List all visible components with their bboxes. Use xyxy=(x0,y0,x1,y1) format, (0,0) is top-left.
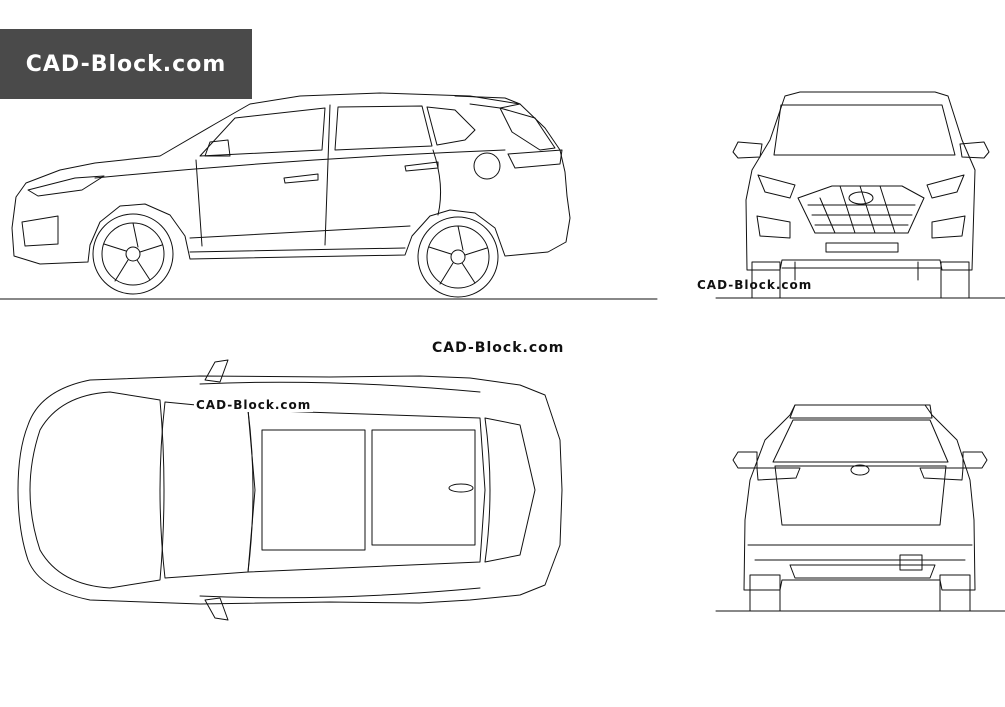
rear-tire-left xyxy=(749,574,781,612)
side-window-rear xyxy=(426,106,476,146)
front-view xyxy=(715,91,1005,299)
side-pillar-b xyxy=(324,104,331,246)
side-beltline xyxy=(94,149,506,179)
rear-taillight-right xyxy=(919,467,964,481)
front-mirror-left xyxy=(732,141,763,159)
side-mirror xyxy=(204,139,231,157)
hyundai-logo-front xyxy=(848,191,874,205)
side-rear-glass xyxy=(499,107,556,151)
top-windshield xyxy=(159,401,256,579)
front-grille-pattern xyxy=(807,185,916,234)
side-sill xyxy=(189,247,406,253)
side-body-outline xyxy=(11,92,571,265)
side-crease-lower xyxy=(189,225,411,239)
front-body-outline xyxy=(745,91,976,271)
front-fog-right xyxy=(931,215,966,239)
top-roof-rail-left xyxy=(199,381,481,393)
hyundai-logo-rear xyxy=(850,464,870,476)
side-wheel-rear xyxy=(417,216,499,298)
top-roof xyxy=(247,409,486,573)
rear-body-outline xyxy=(743,404,976,591)
front-tire-left xyxy=(751,261,781,299)
rear-tailgate xyxy=(774,465,947,526)
top-body-outline xyxy=(17,375,563,605)
rear-mirror-left xyxy=(732,451,758,469)
front-headlight-right xyxy=(926,174,965,199)
rear-taillight-left xyxy=(756,467,801,481)
watermark-front-view: CAD-Block.com xyxy=(697,278,813,292)
rear-tire-right xyxy=(939,574,971,612)
side-taillight xyxy=(507,149,563,169)
top-mirror-right xyxy=(204,597,229,621)
front-windshield xyxy=(773,104,956,156)
rear-exhaust xyxy=(899,554,923,571)
front-grille xyxy=(797,185,925,234)
rear-diffuser xyxy=(789,564,936,579)
top-roof-rail-right xyxy=(199,587,481,599)
side-door-handle-rear xyxy=(404,161,439,172)
side-view xyxy=(0,92,658,300)
front-lower-intake xyxy=(825,242,899,253)
side-fuel-cap xyxy=(473,152,501,180)
top-sunroof-front xyxy=(261,429,366,551)
side-window-middle xyxy=(334,105,433,151)
front-headlight-left xyxy=(757,174,796,199)
front-tire-right xyxy=(940,261,970,299)
watermark-top-right: CAD-Block.com xyxy=(432,340,565,356)
front-fog-left xyxy=(756,215,791,239)
rear-bumper xyxy=(747,544,973,561)
side-door-handle-front xyxy=(283,173,319,184)
top-sunroof-rear xyxy=(371,429,476,546)
rear-view xyxy=(715,404,1005,612)
side-wheel-front xyxy=(92,213,174,295)
side-fog-lamp xyxy=(21,215,59,247)
top-mirror-left xyxy=(204,359,229,383)
side-window-front xyxy=(199,107,326,157)
site-logo[interactable]: CAD-Block.com xyxy=(0,29,252,99)
rear-window xyxy=(772,419,949,463)
side-door-split xyxy=(195,159,203,247)
side-door-rear-edge xyxy=(432,149,442,216)
front-axle xyxy=(781,261,941,281)
rear-mirror-right xyxy=(962,451,988,469)
watermark-top-view: CAD-Block.com xyxy=(194,398,314,412)
top-hood xyxy=(29,391,165,589)
top-rear-window xyxy=(484,417,536,563)
top-view xyxy=(17,359,563,621)
side-headlight xyxy=(27,175,105,197)
top-shark-fin xyxy=(448,483,474,493)
front-mirror-right xyxy=(959,141,990,159)
rear-spoiler xyxy=(789,404,933,419)
side-roof-spoiler xyxy=(454,95,521,109)
